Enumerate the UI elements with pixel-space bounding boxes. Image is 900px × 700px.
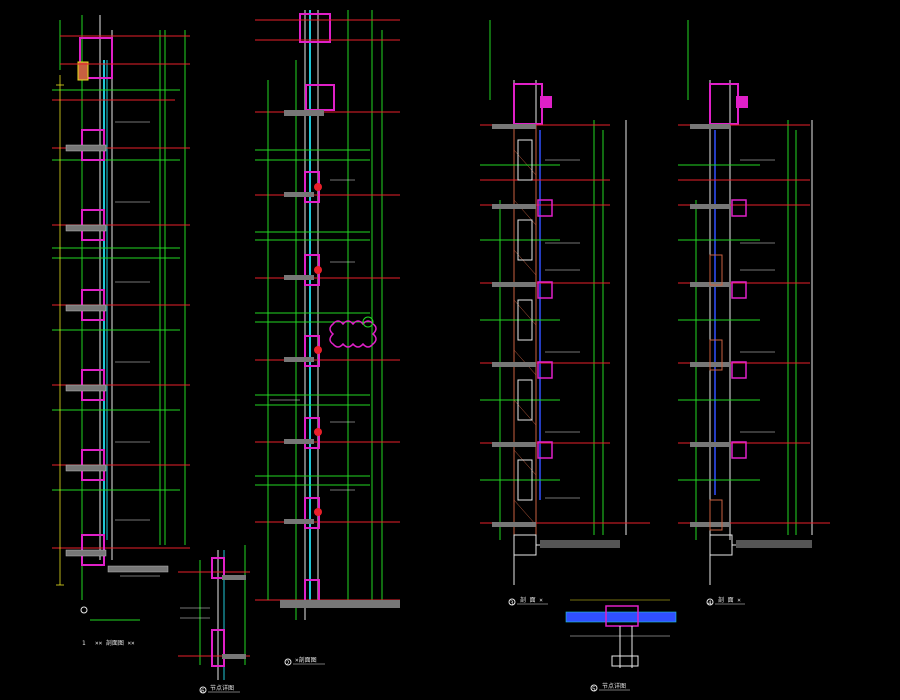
detail-5-number: 5 <box>592 686 596 693</box>
section-3-number: 3 <box>510 600 514 607</box>
section-2-drawing <box>255 10 400 666</box>
section-2-number: 2 <box>286 660 290 667</box>
detail-5-drawing <box>565 599 677 692</box>
section-3-drawing <box>480 20 650 606</box>
section-4-number: 4 <box>708 600 712 607</box>
detail-5-title: 节点详图 <box>602 682 626 690</box>
section-3-title: 剖 面 × <box>520 596 543 604</box>
section-2-title: ×剖面图 <box>295 656 317 664</box>
detail-6-title: 节点详图 <box>210 684 234 692</box>
section-titles: 1 ×× 剖面图 ×× 6 节点详图 2 ×剖面图 3 剖 面 × 4 剖 面 … <box>82 596 741 695</box>
section-1-drawing <box>52 15 190 621</box>
section-1-title: ×× 剖面图 ×× <box>95 639 135 647</box>
section-1-number: 1 <box>82 640 86 647</box>
detail-6-number: 6 <box>201 688 205 695</box>
section-4-drawing <box>678 20 830 606</box>
section-4-title: 剖 面 × <box>718 596 741 604</box>
detail-6-drawing <box>178 545 250 694</box>
